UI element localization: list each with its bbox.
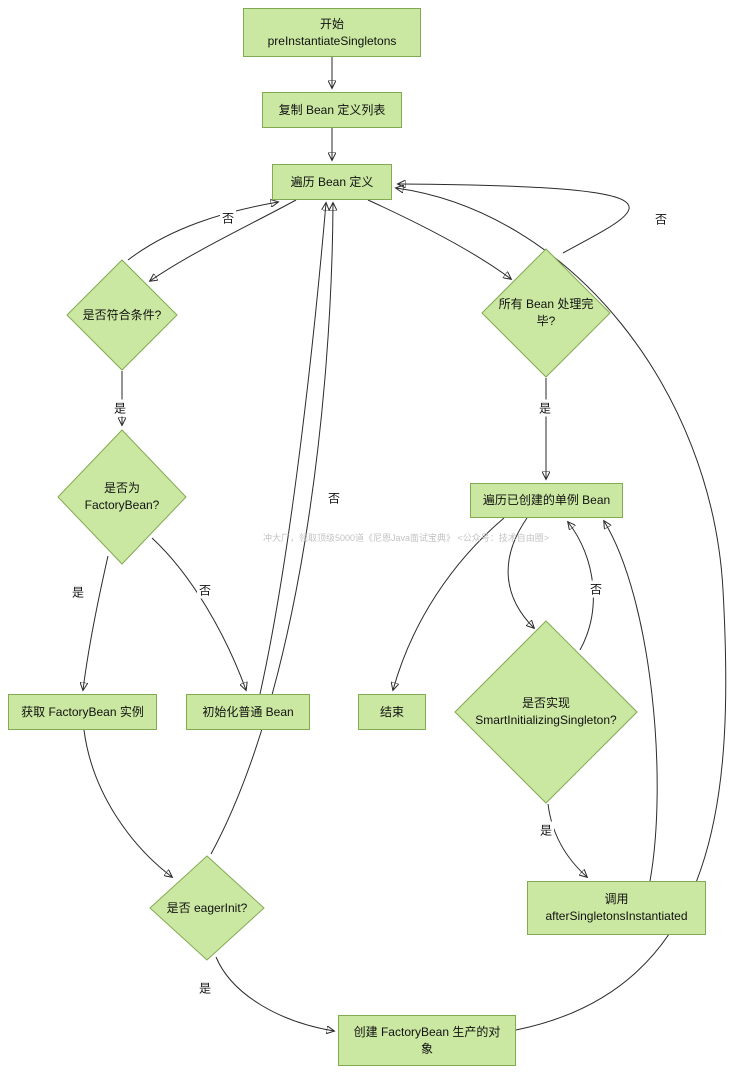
node-start: 开始 preInstantiateSingletons	[243, 8, 421, 57]
node-matches-condition-label: 是否符合条件?	[82, 307, 162, 322]
node-copy-bean-defs-label: 复制 Bean 定义列表	[278, 102, 386, 117]
edge-condition-to-iterate-no	[127, 202, 278, 261]
node-eager-init: 是否 eagerInit?	[149, 855, 265, 961]
diamond-shape	[481, 248, 611, 378]
node-iterate-bean-defs-label: 遍历 Bean 定义	[290, 174, 374, 189]
node-iterate-bean-defs: 遍历 Bean 定义	[272, 164, 392, 200]
node-smart-initializing: 是否实现 SmartInitializingSingleton?	[454, 620, 638, 804]
edge-iterate-to-condition	[150, 199, 297, 281]
node-eager-init-label: 是否 eagerInit?	[166, 900, 248, 915]
edge-factorybean-to-getinstance-yes	[83, 555, 109, 690]
edge-label-smart-no: 否	[587, 580, 605, 598]
edge-label-factorybean-no: 否	[196, 581, 214, 599]
edge-label-condition-no: 否	[219, 209, 237, 227]
edge-label-factorybean-yes: 是	[69, 583, 87, 601]
node-is-factorybean: 是否为 FactoryBean?	[57, 429, 187, 565]
node-copy-bean-defs: 复制 Bean 定义列表	[262, 92, 402, 128]
edge-factorybean-to-initnormal-no	[151, 537, 246, 690]
node-create-factorybean-object-label: 创建 FactoryBean 生产的对 象	[353, 1024, 501, 1056]
edge-callafter-to-singletons	[604, 521, 658, 882]
node-create-factorybean-object: 创建 FactoryBean 生产的对 象	[338, 1015, 516, 1066]
node-is-factorybean-label: 是否为 FactoryBean?	[84, 481, 160, 512]
edge-label-all-processed-no: 否	[652, 210, 670, 228]
node-all-beans-processed-label: 所有 Bean 处理完毕?	[498, 297, 594, 328]
node-all-beans-processed: 所有 Bean 处理完毕?	[481, 248, 611, 378]
edge-iterate-to-allprocessed	[367, 199, 511, 279]
node-init-normal-bean: 初始化普通 Bean	[186, 694, 310, 730]
node-iterate-singletons: 遍历已创建的单例 Bean	[470, 483, 623, 518]
node-end: 结束	[358, 694, 426, 730]
node-init-normal-bean-label: 初始化普通 Bean	[202, 704, 294, 719]
edge-getinstance-to-eagerinit	[83, 729, 172, 877]
edge-smart-to-callafter-yes	[547, 803, 587, 877]
edge-initnormal-to-iterate	[259, 203, 326, 695]
node-get-factorybean-instance: 获取 FactoryBean 实例	[8, 694, 157, 730]
node-get-factorybean-instance-label: 获取 FactoryBean 实例	[21, 704, 144, 719]
node-iterate-singletons-label: 遍历已创建的单例 Bean	[482, 493, 611, 508]
node-call-after-singletons-label: 调用 afterSingletonsInstantiated	[545, 892, 688, 923]
diamond-shape	[454, 620, 638, 804]
node-start-label: 开始 preInstantiateSingletons	[267, 16, 397, 48]
node-matches-condition: 是否符合条件?	[66, 259, 178, 371]
edge-label-smart-yes: 是	[537, 821, 555, 839]
diamond-shape	[66, 259, 178, 371]
node-end-label: 结束	[379, 704, 404, 719]
edge-allprocessed-to-iterate-no	[398, 184, 630, 254]
diamond-shape	[57, 429, 187, 565]
watermark-text: 冲大厂，领取顶级5000道《尼恩Java面试宝典》 <公众号：技术自由圈>	[263, 533, 550, 543]
edge-eagerinit-to-iterate-no	[210, 203, 333, 855]
edge-singletons-to-end	[393, 517, 505, 690]
node-smart-initializing-label: 是否实现 SmartInitializingSingleton?	[475, 696, 617, 727]
edge-eagerinit-to-create-yes	[215, 956, 334, 1031]
edge-label-eagerinit-no: 否	[325, 489, 343, 507]
edge-label-eagerinit-yes: 是	[196, 979, 214, 997]
diamond-shape	[149, 855, 265, 961]
edge-singletons-to-smart	[507, 517, 534, 628]
node-call-after-singletons: 调用 afterSingletonsInstantiated	[527, 881, 706, 935]
edge-label-all-processed-yes: 是	[536, 399, 554, 417]
edge-label-condition-yes: 是	[111, 399, 129, 417]
